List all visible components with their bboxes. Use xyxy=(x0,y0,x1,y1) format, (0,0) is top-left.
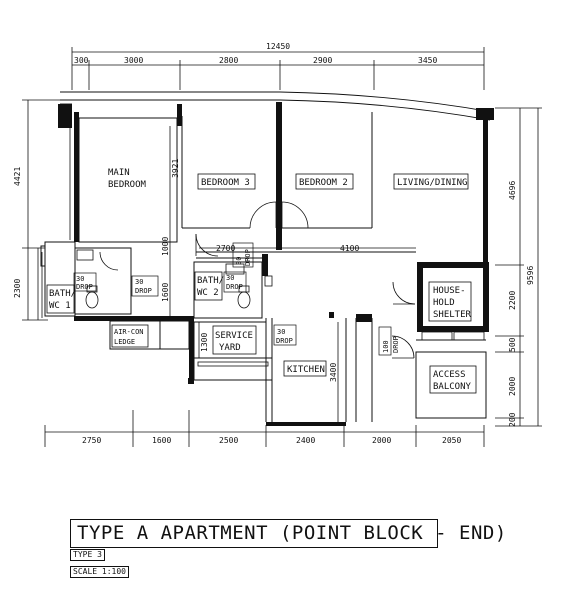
door-swings xyxy=(99,201,416,359)
dim-right-4696: 4696 xyxy=(508,181,517,200)
basin-2 xyxy=(225,263,245,275)
left-dimensions xyxy=(22,99,60,321)
label-bedroom2: BEDROOM 2 xyxy=(299,178,348,188)
kitchen-wall-blocks xyxy=(188,254,372,384)
top-dimensions xyxy=(71,47,485,90)
fixtures xyxy=(76,249,485,367)
dim-2700: 2700 xyxy=(216,244,235,253)
label-bath2-2: WC 2 xyxy=(197,288,219,298)
partition-walls xyxy=(40,112,487,422)
dim-overall: 12450 xyxy=(266,42,290,51)
label-box-bath2 xyxy=(194,271,223,301)
label-main-bedroom-1: MAIN xyxy=(108,168,130,178)
scale-label: SCALE 1:100 xyxy=(70,566,129,578)
label-service-2: YARD xyxy=(219,343,241,353)
label-bath2-1: BATH/ xyxy=(197,276,224,286)
dim-1600: 1600 xyxy=(161,283,170,302)
plan-title: TYPE A APARTMENT (POINT BLOCK - END) xyxy=(77,522,507,544)
dim-1000: 1000 xyxy=(161,237,170,256)
dim-top-2800: 2800 xyxy=(219,56,238,65)
drop3-label: DROP xyxy=(226,283,243,291)
label-main-bedroom-2: BEDROOM xyxy=(108,180,147,190)
dim-top-3000: 3000 xyxy=(124,56,143,65)
basin-1 xyxy=(76,249,94,261)
right-dimensions xyxy=(495,107,542,427)
bottom-dimensions xyxy=(44,410,485,447)
drop2-num: 30 xyxy=(135,278,143,286)
dim-bottom-2500: 2500 xyxy=(219,436,238,445)
dim-4100: 4100 xyxy=(340,244,359,253)
label-box-bath1 xyxy=(46,284,75,314)
main-walls xyxy=(74,102,489,426)
drop-boxes xyxy=(73,242,392,356)
dim-bottom-2400: 2400 xyxy=(296,436,315,445)
drop2-label: DROP xyxy=(135,287,152,295)
dim-bottom-2000: 2000 xyxy=(372,436,391,445)
label-aircon-2: LEDGE xyxy=(114,338,135,346)
label-box-bedroom2 xyxy=(295,173,354,190)
top-right-column xyxy=(476,108,494,120)
label-bath1-2: WC 1 xyxy=(49,301,71,311)
label-balcony-2: BALCONY xyxy=(433,382,472,392)
label-living-dining: LIVING/DINING xyxy=(397,178,467,188)
label-box-kitchen xyxy=(283,360,327,377)
label-shelter-1: HOUSE- xyxy=(433,286,466,296)
drop4-label: DROP xyxy=(244,249,252,266)
drop3-num: 30 xyxy=(226,274,234,282)
drop5-label: DROP xyxy=(276,337,293,345)
toilet-2 xyxy=(237,291,251,309)
drop6-label: DROP xyxy=(392,336,400,353)
dim-1300: 1300 xyxy=(200,333,209,352)
dim-top-300: 300 xyxy=(74,56,89,65)
dim-bottom-2750: 2750 xyxy=(82,436,101,445)
label-box-aircon xyxy=(111,324,149,348)
dim-right-2200: 2200 xyxy=(508,291,517,310)
dim-right-2000: 2000 xyxy=(508,377,517,396)
label-service-1: SERVICE xyxy=(215,331,253,341)
dim-bottom-2050: 2050 xyxy=(442,436,461,445)
dim-right-200: 200 xyxy=(508,412,517,427)
label-box-service xyxy=(212,325,257,355)
title-box: TYPE A APARTMENT (POINT BLOCK - END) xyxy=(70,519,506,548)
dim-bottom-1600: 1600 xyxy=(152,436,171,445)
dim-right-500: 500 xyxy=(508,337,517,352)
top-left-column xyxy=(58,104,72,128)
toilet-1 xyxy=(85,291,99,309)
label-shelter-2: HOLD xyxy=(433,298,455,308)
dim-right-9596: 9596 xyxy=(526,266,535,285)
side-windows xyxy=(37,128,79,320)
type-label: TYPE 3 xyxy=(70,549,105,561)
drop5-num: 30 xyxy=(277,328,285,336)
drop1-num: 30 xyxy=(76,275,84,283)
dim-3400: 3400 xyxy=(329,363,338,382)
label-box-shelter xyxy=(428,281,472,322)
label-kitchen: KITCHEN xyxy=(287,365,325,375)
label-bedroom3: BEDROOM 3 xyxy=(201,178,250,188)
label-bath1-1: BATH/ xyxy=(49,289,76,299)
dim-top-3450: 3450 xyxy=(418,56,437,65)
inner-dimension-lines xyxy=(169,126,416,422)
label-shelter-3: SHELTER xyxy=(433,310,472,320)
label-box-balcony xyxy=(429,365,477,394)
label-aircon-1: AIR-CON xyxy=(114,328,144,336)
dim-3921: 3921 xyxy=(171,159,180,178)
label-box-bedroom3 xyxy=(197,173,256,190)
drop1-label: DROP xyxy=(76,283,93,291)
dim-top-2900: 2900 xyxy=(313,56,332,65)
label-balcony-1: ACCESS xyxy=(433,370,466,380)
dim-left-2300: 2300 xyxy=(13,279,22,298)
dim-left-4421: 4421 xyxy=(13,167,22,186)
label-box-living xyxy=(393,173,469,190)
drop6-num: 100 xyxy=(382,340,390,353)
drop4-num: 30 xyxy=(235,257,243,265)
